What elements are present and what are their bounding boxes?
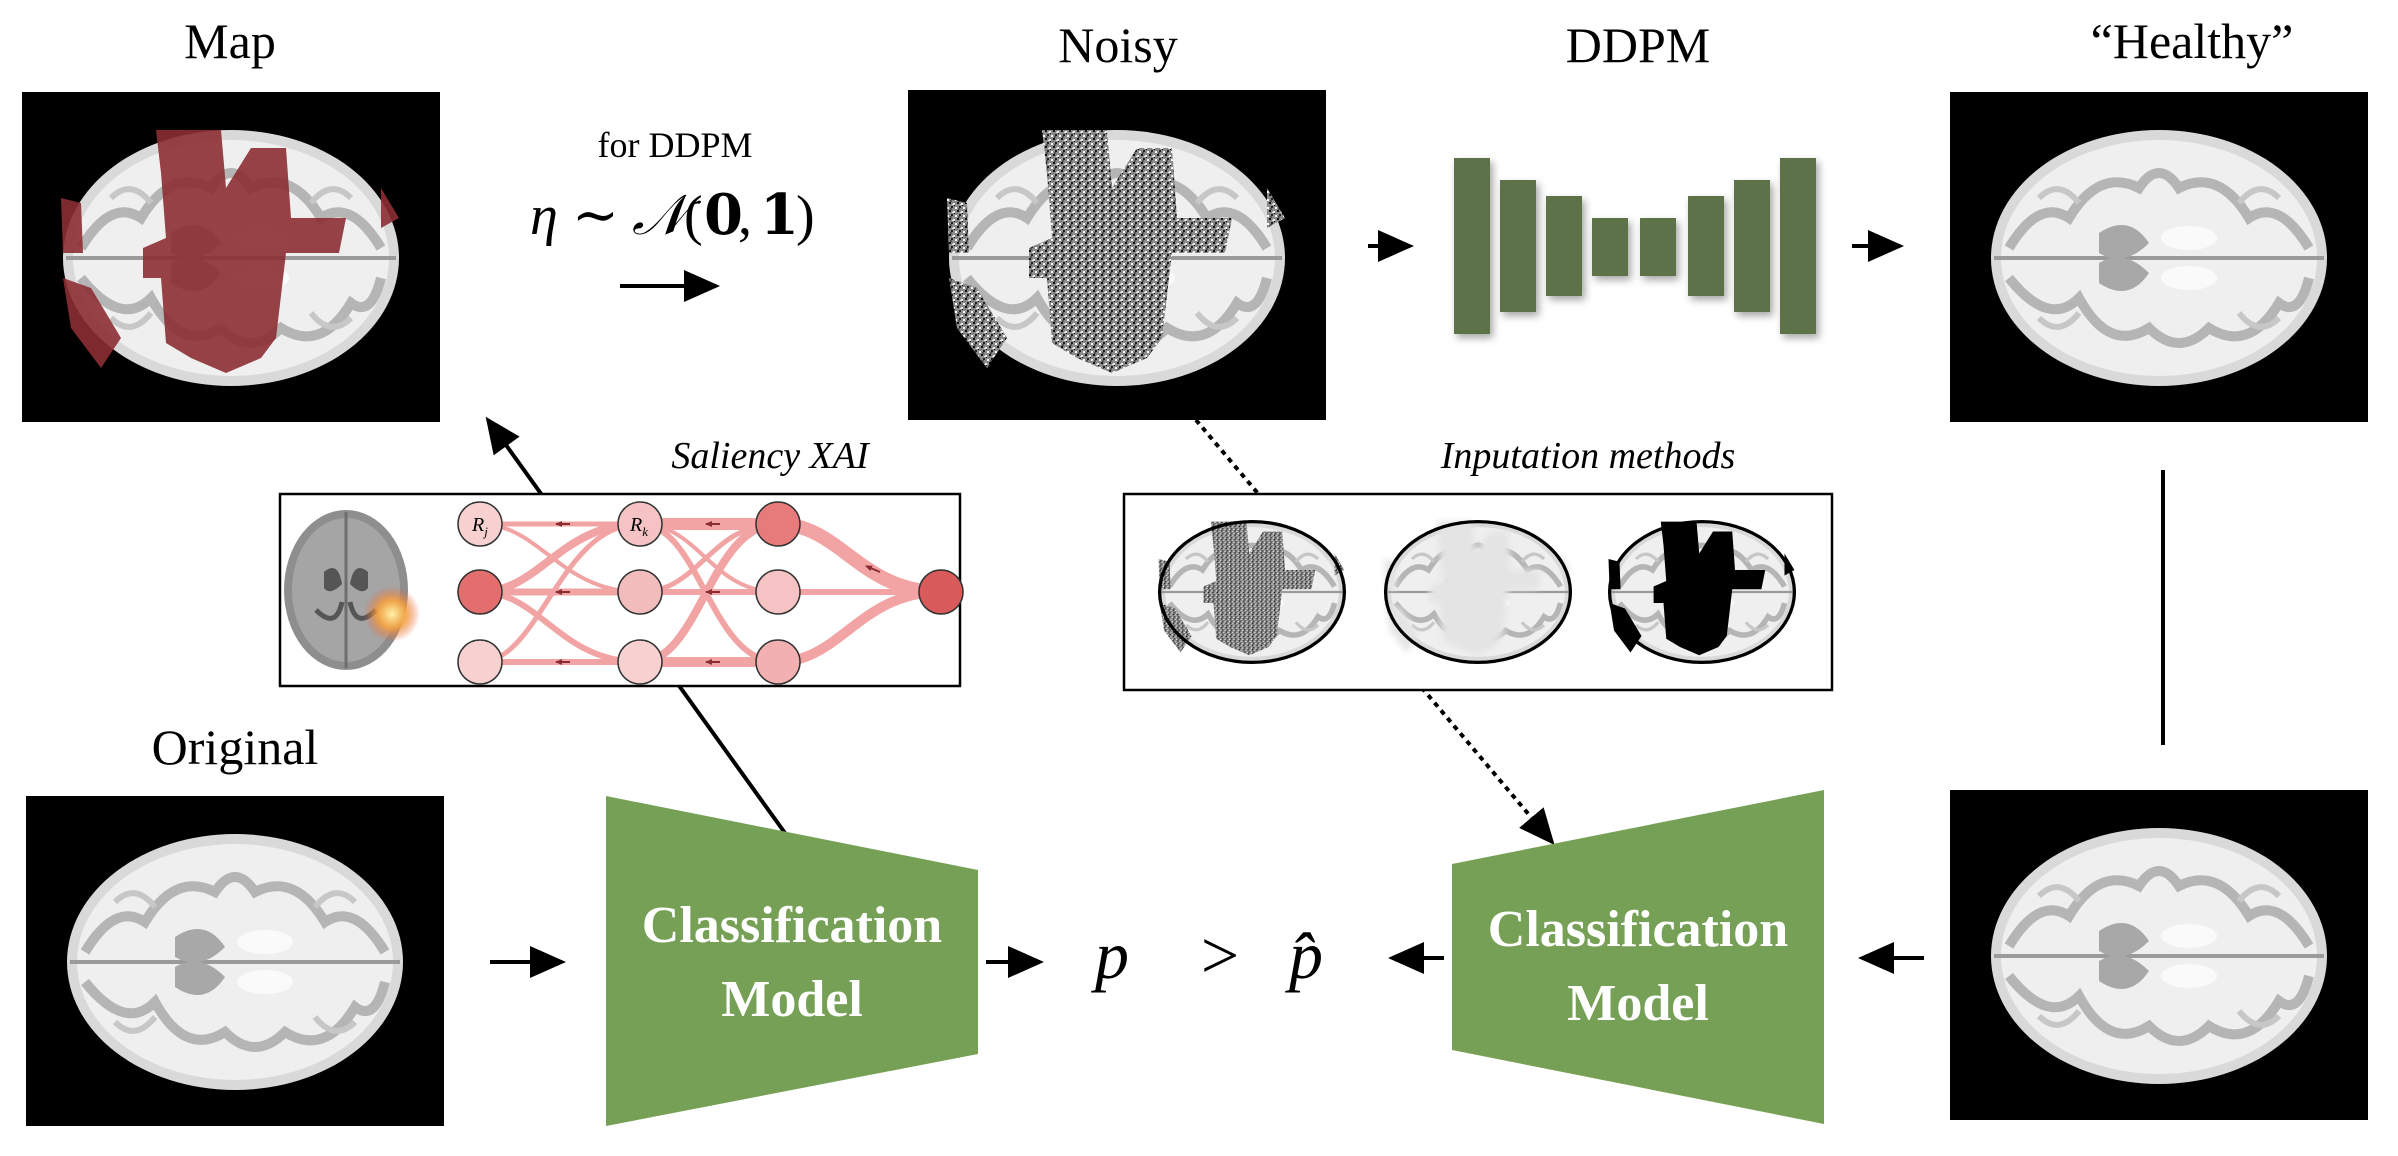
ddpm-layer	[1688, 196, 1724, 296]
map-image	[22, 92, 440, 422]
ddpm-layer	[1592, 218, 1628, 276]
node-rk	[617, 501, 663, 547]
node	[755, 501, 801, 547]
title-healthy: “Healthy”	[2091, 13, 2294, 69]
model-left-line2: Model	[721, 971, 863, 1028]
imputation-blur-brain	[1385, 522, 1571, 663]
saliency-brain	[284, 510, 420, 670]
ddpm-layer	[1454, 158, 1490, 334]
noise-formula: η ∼ 𝒩 ( 𝟎 , 𝟏 )	[530, 185, 815, 247]
formula-one: 𝟏	[760, 185, 799, 247]
title-original: Original	[152, 719, 319, 775]
formula-sim: ∼	[572, 185, 619, 247]
imputation-black-brain	[1609, 522, 1795, 663]
healthy-image-bottom	[1950, 790, 2368, 1120]
arrow-noisy-to-model-dotted	[1194, 418, 1555, 846]
node-rk-label: Rk	[629, 514, 648, 539]
saliency-box: Rj Rk	[278, 492, 964, 688]
formula-close: )	[796, 185, 815, 247]
formula-zero: 𝟎	[704, 185, 743, 247]
classification-model-right: Classification Model	[1452, 790, 1824, 1124]
classification-model-left: Classification Model	[606, 796, 978, 1126]
healthy-image	[1950, 92, 2368, 422]
node	[457, 569, 503, 615]
noisy-image	[908, 90, 1326, 420]
node	[755, 569, 801, 615]
ddpm-layer	[1734, 180, 1770, 312]
comparison-p: p	[1091, 917, 1129, 993]
comparison-phat: p̂	[1285, 917, 1323, 993]
node	[755, 639, 801, 685]
ddpm-layer	[1640, 218, 1676, 276]
imputation-box	[1122, 492, 1834, 692]
imputation-noise-brain	[1159, 522, 1345, 663]
title-ddpm: DDPM	[1566, 17, 1710, 73]
saliency-nodes	[457, 501, 964, 685]
formula-open: (	[684, 185, 703, 247]
original-image	[26, 796, 444, 1126]
node	[617, 569, 663, 615]
ddpm-layer	[1546, 196, 1582, 296]
node	[918, 569, 964, 615]
formula-comma: ,	[738, 185, 752, 247]
ddpm-layer	[1500, 180, 1536, 312]
node	[457, 639, 503, 685]
imputation-label: Inputation methods	[1440, 435, 1735, 477]
saliency-edge-arrows	[555, 521, 881, 665]
noise-caption: for DDPM	[597, 125, 752, 165]
node	[617, 639, 663, 685]
node-rj-label: Rj	[471, 514, 488, 539]
model-left-line1: Classification	[642, 897, 943, 954]
node-rj	[457, 501, 503, 547]
comparison-gt: >	[1201, 917, 1239, 993]
title-noisy: Noisy	[1058, 17, 1177, 73]
ddpm-layer	[1780, 158, 1816, 334]
model-right-line1: Classification	[1488, 901, 1789, 958]
title-map: Map	[184, 13, 276, 69]
saliency-label: Saliency XAI	[671, 435, 871, 477]
ddpm-network	[1454, 158, 1816, 334]
model-right-line2: Model	[1567, 975, 1709, 1032]
formula-eta: η	[530, 185, 558, 247]
comparison: p > p̂	[1091, 917, 1323, 993]
